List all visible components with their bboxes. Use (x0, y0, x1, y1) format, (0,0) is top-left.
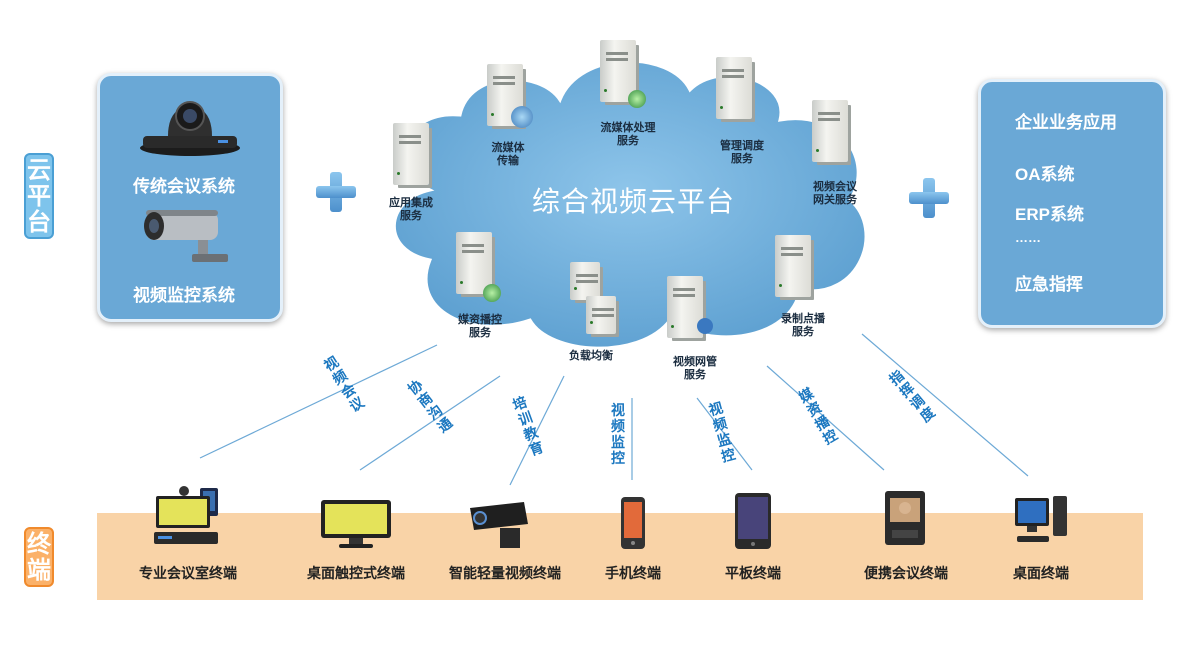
server-icon (456, 232, 492, 294)
service-label: 流媒体处理服务 (600, 122, 656, 147)
terminal-band (97, 513, 1143, 600)
service-label: 视频网管服务 (673, 356, 717, 381)
terminal-label: 桌面触控式终端 (307, 565, 405, 581)
desktop-pc-icon (1015, 496, 1067, 542)
tablet-icon (735, 493, 771, 549)
plus-icon (316, 172, 356, 212)
connection-line (696, 397, 753, 471)
conference-camera-icon (140, 101, 240, 156)
service-label: 录制点播服务 (781, 313, 825, 338)
connection-line (359, 375, 501, 471)
side-char: 云 (27, 156, 51, 184)
traditional-conference-label: 传统会议系统 (133, 177, 235, 196)
plus-icon (909, 178, 949, 218)
oa-system-label: OA系统 (1015, 165, 1075, 184)
server-icon (775, 235, 811, 297)
server-icon (812, 100, 848, 162)
side-char: 台 (27, 208, 51, 236)
terminal-label: 桌面终端 (1013, 565, 1069, 581)
portable-terminal-icon (885, 491, 925, 545)
service-label: 应用集成服务 (389, 197, 433, 222)
mobile-phone-icon (621, 497, 645, 549)
server-icon (586, 296, 616, 334)
terminal-label: 专业会议室终端 (139, 565, 237, 581)
cloud-shape (392, 59, 868, 350)
user-icon (697, 318, 713, 334)
globe-icon (628, 90, 646, 108)
surveillance-camera-icon (144, 210, 228, 262)
cloud-platform-side-label: 云 平 台 (24, 153, 54, 239)
connection-line (509, 375, 565, 486)
video-surveillance-label: 视频监控系统 (133, 286, 235, 305)
terminal-label: 智能轻量视频终端 (449, 565, 561, 581)
globe-icon (511, 106, 533, 128)
side-char: 终 (27, 530, 51, 558)
cloud-platform-title: 综合视频云平台 (532, 186, 736, 217)
connection-line (861, 333, 1029, 477)
emergency-command-label: 应急指挥 (1015, 275, 1083, 294)
enterprise-apps-panel: 企业业务应用 OA系统 ERP系统 …… 应急指挥 (978, 79, 1166, 328)
enterprise-apps-title: 企业业务应用 (1015, 113, 1117, 132)
legacy-systems-panel: 传统会议系统 视频监控系统 (97, 73, 283, 322)
server-icon (393, 123, 429, 185)
connection-line (199, 344, 438, 459)
erp-system-label: ERP系统 (1015, 205, 1084, 224)
terminal-label: 平板终端 (725, 565, 781, 581)
service-label: 视频会议网关服务 (813, 181, 857, 206)
channel-label-video-surveillance: 视频监控 (611, 402, 625, 466)
lightweight-camera-icon (470, 502, 528, 548)
conference-room-terminal-icon (154, 486, 218, 544)
service-label: 管理调度服务 (720, 140, 764, 165)
service-label: 媒资播控服务 (458, 314, 502, 339)
side-char: 端 (27, 556, 51, 584)
terminal-label: 便携会议终端 (864, 565, 948, 581)
touch-monitor-icon (321, 500, 391, 548)
service-label: 负载均衡 (569, 350, 613, 362)
terminal-label: 手机终端 (605, 565, 661, 581)
globe-icon (483, 284, 501, 302)
server-icon (716, 57, 752, 119)
ellipsis-label: …… (1015, 230, 1041, 245)
connection-line (766, 365, 885, 471)
side-char: 平 (27, 182, 51, 210)
server-icon (570, 262, 600, 300)
terminal-side-label: 终 端 (24, 527, 54, 587)
service-label: 流媒体传输 (491, 142, 525, 167)
